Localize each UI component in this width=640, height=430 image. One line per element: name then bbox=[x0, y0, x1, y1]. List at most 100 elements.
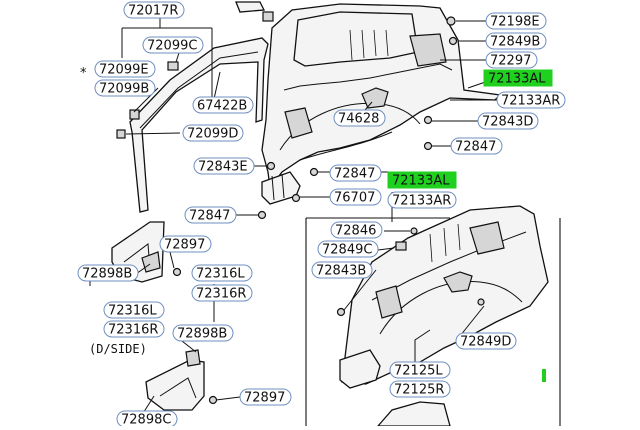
callout-box bbox=[184, 206, 237, 224]
callout-text: 72125L bbox=[394, 364, 443, 379]
clip-72849c bbox=[395, 241, 407, 251]
callout-text: 67422B bbox=[197, 99, 247, 114]
lower-panel-pocket bbox=[375, 285, 403, 319]
callout-text: 72846 bbox=[335, 224, 376, 239]
callout-text: 72849D bbox=[460, 335, 511, 350]
screw-72843d bbox=[423, 115, 433, 125]
callout-72898b: 72898B bbox=[172, 324, 234, 342]
callout-text: 72316L bbox=[108, 304, 157, 319]
callout-72198e: 72198E bbox=[485, 12, 547, 30]
callout-74628: 74628 bbox=[333, 109, 386, 127]
screw-72846 bbox=[410, 227, 418, 235]
callout-box bbox=[123, 1, 185, 19]
callout-box bbox=[182, 124, 244, 142]
asterisk-mark: * bbox=[80, 66, 87, 81]
callout-72897: 72897 bbox=[159, 235, 212, 253]
callout-text: 72847 bbox=[455, 140, 496, 155]
callout-72099b: 72099B bbox=[94, 79, 156, 97]
callout-box bbox=[172, 324, 234, 342]
screw-72897-a bbox=[172, 267, 182, 277]
callout-72125r: 72125R bbox=[389, 380, 451, 398]
callout-text: 72133AR bbox=[392, 194, 451, 209]
callout-box bbox=[387, 191, 457, 209]
callout-72316r: 72316R bbox=[191, 284, 253, 302]
callout-72843d: 72843D bbox=[477, 112, 539, 130]
callout-box bbox=[485, 12, 547, 30]
lower-middle-bracket bbox=[145, 359, 205, 411]
callout-67422b: 67422B bbox=[192, 96, 254, 114]
screw-72849b bbox=[448, 36, 458, 46]
callout-box bbox=[192, 96, 254, 114]
callout-72843b: 72843B bbox=[311, 261, 373, 279]
screw-72849d bbox=[477, 298, 485, 306]
callout-text: 72849C bbox=[322, 243, 372, 258]
upper-panel-contour bbox=[283, 63, 453, 91]
callout-72133al: 72133AL bbox=[483, 69, 553, 87]
callout-72099c: 72099C bbox=[142, 36, 204, 54]
callout-text: 72198E bbox=[490, 15, 540, 30]
upper-panel-ribs bbox=[349, 29, 389, 61]
callout-text: 72099D bbox=[187, 127, 238, 142]
callout-72843e: 72843E bbox=[193, 157, 255, 175]
group-frame bbox=[305, 217, 561, 426]
upper-window-opening bbox=[293, 11, 419, 67]
callout-text: 72316R bbox=[108, 323, 158, 338]
callout-text: 72099C bbox=[147, 39, 197, 54]
callout-text: 72099E bbox=[99, 63, 149, 78]
upper-panel-lower-curve bbox=[299, 131, 393, 161]
lower-panel-box bbox=[443, 271, 473, 293]
callout-text: 72843B bbox=[316, 264, 366, 279]
lower-panel-sill bbox=[339, 349, 381, 389]
callout-box bbox=[329, 164, 382, 182]
screw-72847-c bbox=[257, 210, 267, 220]
callout-box bbox=[193, 157, 255, 175]
callout-text: 72849B bbox=[490, 35, 540, 50]
part-drawings bbox=[111, 1, 561, 427]
callout-box bbox=[94, 60, 156, 78]
clip-72099d bbox=[116, 129, 126, 139]
callout-72099e: 72099E bbox=[94, 60, 156, 78]
callout-box bbox=[94, 79, 156, 97]
screw-72897-b bbox=[208, 395, 218, 405]
callout-box bbox=[103, 320, 165, 338]
callout-72897: 72897 bbox=[239, 388, 292, 406]
callout-box bbox=[477, 112, 539, 130]
callout-text: 72133AL bbox=[488, 72, 546, 87]
callout-72133ar: 72133AR bbox=[496, 91, 566, 109]
clip-72099b bbox=[129, 109, 140, 120]
callout-text: 72898B bbox=[177, 327, 227, 342]
callout-72849d: 72849D bbox=[455, 332, 517, 350]
callout-box bbox=[103, 301, 165, 319]
callout-box bbox=[330, 221, 383, 239]
screw-72847-b bbox=[309, 167, 319, 177]
callout-72898b: 72898B bbox=[77, 264, 139, 282]
callout-box bbox=[311, 261, 373, 279]
callout-box bbox=[485, 32, 547, 50]
screw-76707 bbox=[291, 193, 301, 203]
callout-72316l: 72316L bbox=[191, 264, 253, 282]
callout-text: 72898C bbox=[121, 413, 171, 427]
upper-panel-pocket bbox=[284, 107, 313, 139]
callout-text: 72843E bbox=[198, 160, 248, 175]
clip-72099c bbox=[167, 61, 179, 71]
screw-72847-a bbox=[423, 141, 433, 151]
callout-72316r: 72316R bbox=[103, 320, 165, 338]
callout-box bbox=[329, 188, 382, 206]
callout-box bbox=[333, 109, 386, 127]
callout-text: 72847 bbox=[334, 167, 375, 182]
screw-72843e bbox=[266, 161, 276, 171]
callout-72847: 72847 bbox=[184, 206, 237, 224]
screw-72198e bbox=[446, 16, 456, 26]
callout-box bbox=[389, 380, 451, 398]
callout-72099d: 72099D bbox=[182, 124, 244, 142]
callout-text: 72125R bbox=[394, 383, 444, 398]
callout-72133ar: 72133AR bbox=[387, 191, 457, 209]
callout-76707: 76707 bbox=[329, 188, 382, 206]
callout-text: 72843D bbox=[482, 115, 533, 130]
callout-72316l: 72316L bbox=[103, 301, 165, 319]
lower-panel-contour bbox=[371, 231, 527, 301]
callout-box bbox=[239, 388, 292, 406]
callout-text: 72297 bbox=[490, 54, 531, 69]
lower-panel-speaker bbox=[469, 221, 505, 255]
